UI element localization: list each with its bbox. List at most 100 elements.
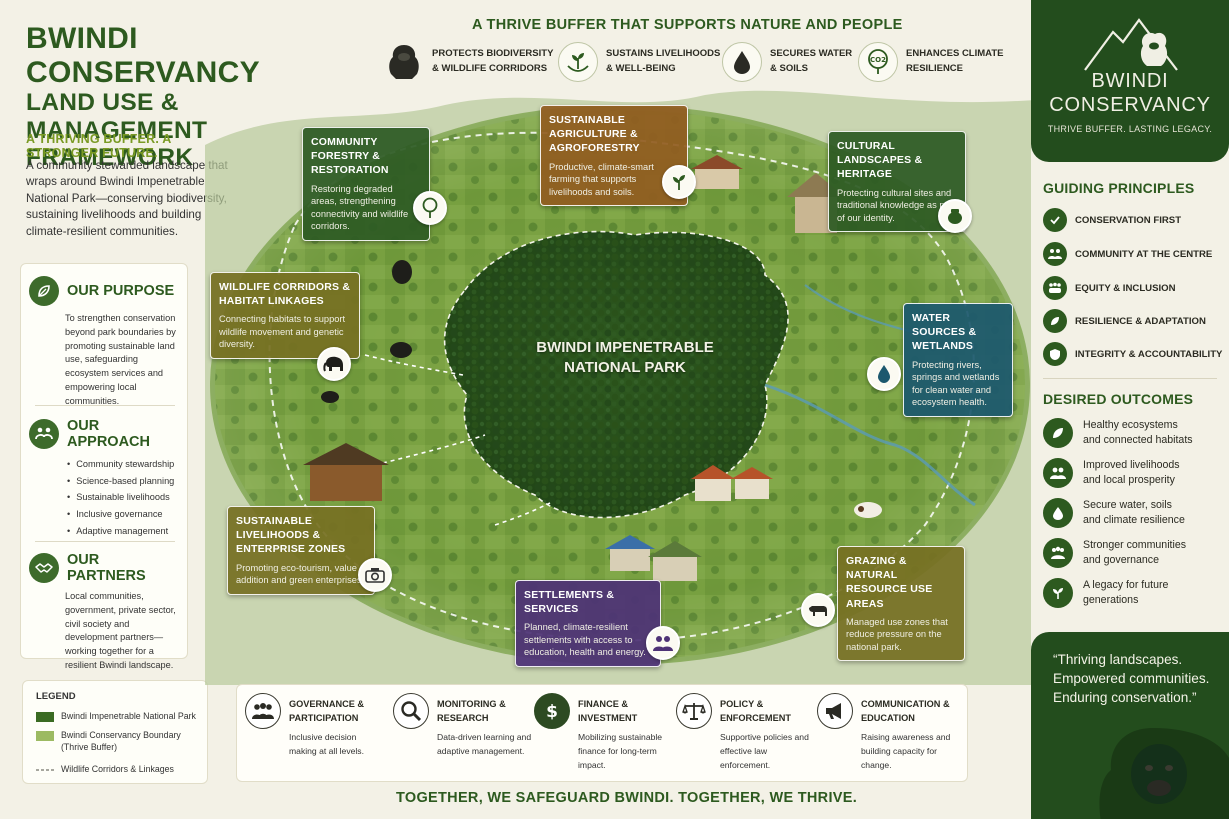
benefit-line2: & SOILS	[770, 63, 809, 74]
approach-title: OUR APPROACH	[67, 418, 150, 450]
enabler-title-line2: INVESTMENT	[578, 712, 638, 723]
svg-text:$: $	[546, 702, 558, 722]
outcome-line1: A legacy for future	[1083, 579, 1169, 592]
zone-desc: Productive, climate-smart farming that s…	[549, 161, 654, 197]
list-item: Sustainable livelihoods	[67, 489, 181, 506]
cow-icon	[801, 593, 835, 627]
title-line-2: LAND USE & MANAGEMENT	[26, 89, 208, 144]
seedling-icon	[662, 165, 696, 199]
zone-water-sources: WATER SOURCES & WETLANDS Protecting rive…	[903, 303, 1013, 417]
outcome-item: Stronger communities and governance	[1043, 538, 1213, 568]
benefit-line1: PROTECTS BIODIVERSITY	[432, 48, 554, 60]
enabler-title-line1: POLICY &	[720, 699, 764, 709]
benefit-line2: & WILDLIFE CORRIDORS	[432, 63, 548, 74]
outcome-line1: Healthy ecosystems	[1083, 419, 1178, 432]
zone-grazing: GRAZING & NATURAL RESOURCE USE AREAS Man…	[837, 546, 965, 662]
enablers-bar: GOVERNANCE & PARTICIPATION Inclusive dec…	[236, 684, 968, 782]
outcome-item: Healthy ecosystems and connected habitats	[1043, 418, 1213, 448]
legend-item-park: Bwindi Impenetrable National Park	[36, 711, 196, 723]
bottom-slogan: TOGETHER, WE SAFEGUARD BWINDI. TOGETHER,…	[396, 790, 858, 806]
title-line-3: FRAMEWORK	[26, 144, 194, 172]
brand-tagline: THRIVE BUFFER. LASTING LEGACY.	[1047, 124, 1213, 134]
leaf-icon	[1043, 418, 1073, 448]
zone-desc: Protecting cultural sites and traditiona…	[837, 187, 956, 223]
legend-label: Bwindi Conservancy Boundary (Thrive Buff…	[61, 730, 181, 752]
benefit-livelihoods: SUSTAINS LIVELIHOODS & WELL-BEING	[558, 42, 720, 82]
outcome-line1: Stronger communities	[1083, 539, 1187, 552]
intro-text: A community stewarded landscape that wra…	[26, 159, 228, 238]
brand-name: BWINDI CONSERVANCY	[1031, 70, 1229, 117]
list-item: Community stewardship	[67, 456, 181, 473]
principle-label: EQUITY & INCLUSION	[1075, 282, 1176, 294]
zone-desc: Managed use zones that reduce pressure o…	[846, 616, 948, 652]
principle-item: RESILIENCE & ADAPTATION	[1043, 309, 1206, 333]
principle-item: COMMUNITY AT THE CENTRE	[1043, 242, 1212, 266]
gorilla-portrait-icon	[1099, 728, 1229, 819]
zone-title: COMMUNITY FORESTRY & RESTORATION	[311, 136, 389, 177]
seedling-icon	[1043, 578, 1073, 608]
handshake-icon	[29, 553, 59, 583]
benefit-line2: & WELL-BEING	[606, 63, 676, 74]
zone-desc: Planned, climate-resilient settlements w…	[524, 622, 646, 658]
divider	[35, 405, 175, 406]
benefits-header: A THRIVE BUFFER THAT SUPPORTS NATURE AND…	[472, 17, 903, 33]
pot-icon	[938, 199, 972, 233]
quote-block: “Thriving landscapes. Empowered communit…	[1031, 632, 1229, 819]
outcome-line2: and connected habitats	[1083, 434, 1193, 446]
right-column: BWINDI CONSERVANCY THRIVE BUFFER. LASTIN…	[1031, 0, 1229, 819]
partners-text: Local communities, government, private s…	[65, 591, 176, 670]
zone-community-forestry: COMMUNITY FORESTRY & RESTORATION Restori…	[302, 127, 430, 241]
inclusion-icon	[1043, 276, 1067, 300]
community-icon	[1043, 242, 1067, 266]
enabler-title-line1: GOVERNANCE &	[289, 699, 365, 709]
magnifier-icon	[393, 693, 429, 729]
legend-swatch	[36, 712, 54, 722]
benefit-climate: CO2 ENHANCES CLIMATE RESILIENCE	[858, 42, 1003, 82]
enabler-desc: Raising awareness and building capacity …	[861, 732, 951, 770]
zone-title: WATER SOURCES & WETLANDS	[912, 312, 977, 353]
zone-desc: Restoring degraded areas, strengthening …	[311, 183, 409, 232]
tagline: A THRIVING BUFFER. A STRONGER FUTURE.	[26, 132, 171, 160]
leaf-cycle-icon	[1043, 309, 1067, 333]
principle-label: CONSERVATION FIRST	[1075, 214, 1182, 226]
title-line-1: BWINDI CONSERVANCY	[26, 22, 260, 89]
benefit-line1: ENHANCES CLIMATE	[906, 48, 1004, 60]
list-item: Science-based planning	[67, 473, 181, 490]
principle-label: COMMUNITY AT THE CENTRE	[1075, 248, 1213, 260]
park-label: BWINDI IMPENETRABLE NATIONAL PARK	[525, 338, 725, 377]
svg-text:CO2: CO2	[870, 56, 886, 64]
enabler-desc: Inclusive decision making at all levels.	[289, 732, 364, 756]
legend-swatch	[36, 731, 54, 741]
zone-desc: Connecting habitats to support wildlife …	[219, 314, 346, 350]
enabler-desc: Mobilizing sustainable finance for long-…	[578, 732, 663, 770]
purpose-approach-partners-panel: OUR PURPOSE To strengthen conservation b…	[20, 263, 188, 670]
camera-icon	[358, 558, 392, 592]
legend-title: LEGEND	[36, 691, 76, 702]
enabler-title-line2: EDUCATION	[861, 712, 915, 723]
brand-name-line1: BWINDI	[1091, 70, 1169, 92]
zone-title: CULTURAL LANDSCAPES & HERITAGE	[837, 140, 923, 181]
megaphone-icon	[817, 693, 853, 729]
principle-item: INTEGRITY & ACCOUNTABILITY	[1043, 342, 1222, 366]
handshake-people-icon	[29, 419, 59, 449]
purpose-text: To strengthen conservation beyond park b…	[65, 313, 176, 406]
outcome-item: A legacy for future generations	[1043, 578, 1213, 608]
outcome-line2: generations	[1083, 594, 1139, 606]
water-drop-icon	[867, 357, 901, 391]
scales-icon	[676, 693, 712, 729]
purpose-title: OUR PURPOSE	[67, 283, 175, 299]
quote-line2: Empowered communities.	[1053, 671, 1210, 687]
principles-title: GUIDING PRINCIPLES	[1043, 180, 1195, 196]
benefit-line1: SECURES WATER	[770, 48, 853, 60]
partners-title: OUR PARTNERS	[67, 552, 146, 584]
principle-label: RESILIENCE & ADAPTATION	[1075, 315, 1206, 327]
community-icon	[1043, 538, 1073, 568]
outcome-line2: and governance	[1083, 554, 1159, 566]
people-icon	[1043, 458, 1073, 488]
zone-settlements: SETTLEMENTS & SERVICES Planned, climate-…	[515, 580, 661, 667]
dollar-icon: $	[534, 693, 570, 729]
zone-desc: Promoting eco-tourism, value addition an…	[236, 562, 365, 586]
divider	[1043, 378, 1217, 379]
left-column: BWINDI CONSERVANCY LAND USE & MANAGEMENT…	[0, 0, 260, 819]
